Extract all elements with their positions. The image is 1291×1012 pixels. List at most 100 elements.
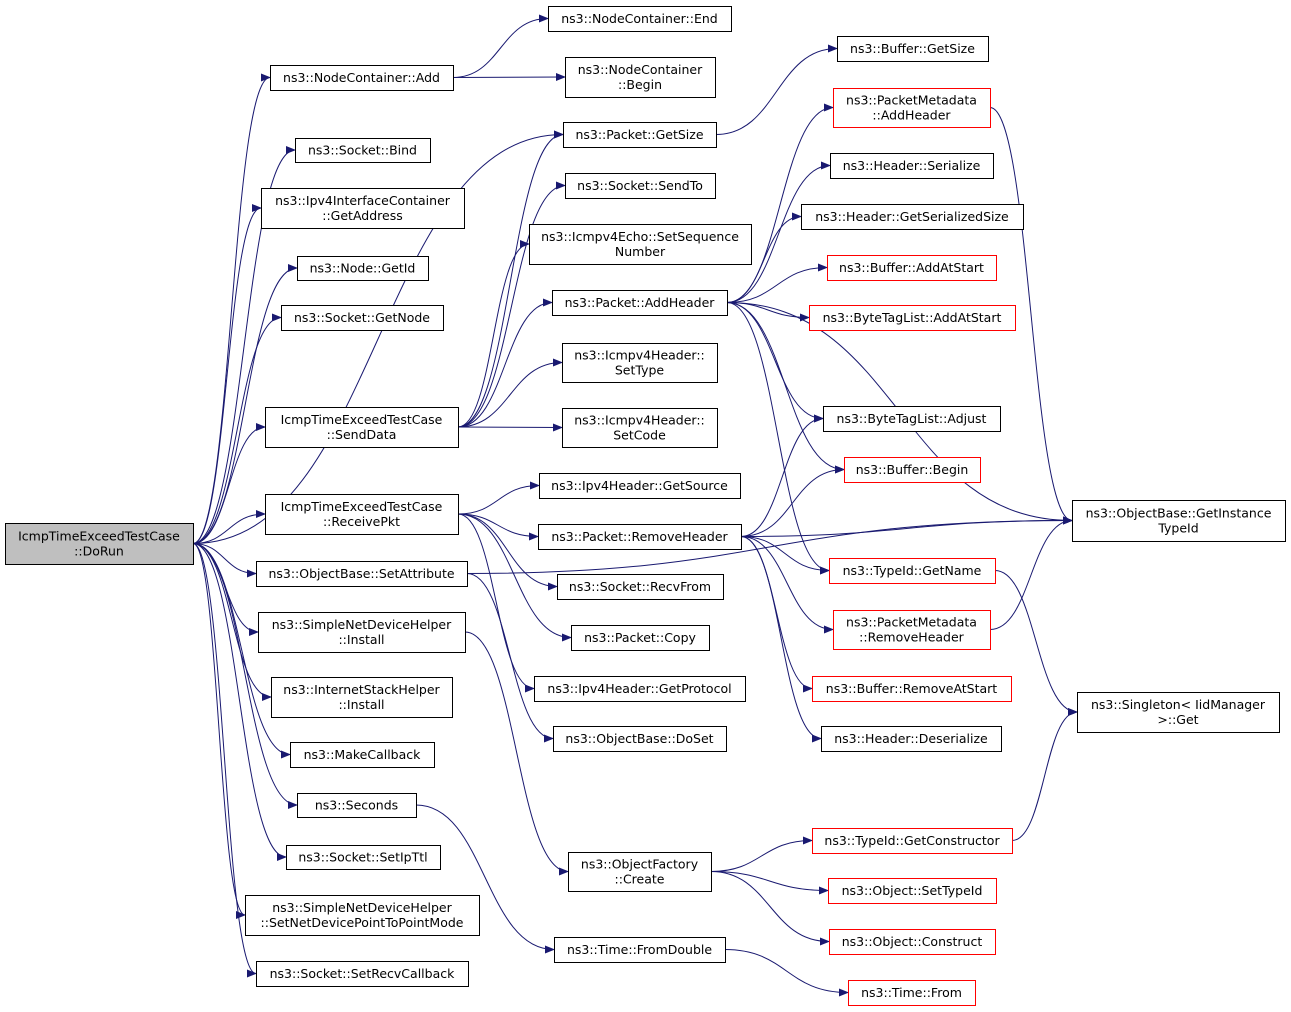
node-node_getid[interactable]: ns3::Node::GetId xyxy=(297,256,429,281)
node-nc_end[interactable]: ns3::NodeContainer::End xyxy=(548,6,732,32)
node-receivepkt[interactable]: IcmpTimeExceedTestCase::ReceivePkt xyxy=(265,494,459,535)
node-senddata[interactable]: IcmpTimeExceedTestCase::SendData xyxy=(265,407,459,448)
node-ipv4h_getproto[interactable]: ns3::Ipv4Header::GetProtocol xyxy=(534,676,746,702)
node-sock_setrecvcb[interactable]: ns3::Socket::SetRecvCallback xyxy=(256,961,469,987)
node-box xyxy=(286,845,441,870)
node-label: ::DoRun xyxy=(74,544,124,559)
node-box xyxy=(554,937,726,963)
edge-nc_add-to-nc_begin xyxy=(452,73,566,82)
node-label: ns3::NodeContainer::Add xyxy=(283,70,440,85)
node-label: Number xyxy=(615,244,666,259)
node-box xyxy=(295,138,431,163)
node-buf_begin[interactable]: ns3::Buffer::Begin xyxy=(844,457,981,483)
node-label: ::Install xyxy=(338,697,384,712)
node-label: ns3::Socket::SetRecvCallback xyxy=(270,966,455,981)
node-ipv4ic_addr[interactable]: ns3::Ipv4InterfaceContainer::GetAddress xyxy=(261,188,465,229)
node-ish_install[interactable]: ns3::InternetStackHelper::Install xyxy=(271,677,453,718)
node-time_from[interactable]: ns3::Time::From xyxy=(848,980,976,1006)
node-box xyxy=(829,929,996,955)
node-box xyxy=(529,224,752,265)
node-box xyxy=(812,828,1013,854)
node-time_fromdouble[interactable]: ns3::Time::FromDouble xyxy=(554,937,726,963)
node-pkt_addheader[interactable]: ns3::Packet::AddHeader xyxy=(552,290,728,316)
edge-pkt_addheader-to-tid_getname xyxy=(726,302,830,575)
node-label: ns3::Buffer::RemoveAtStart xyxy=(826,681,998,696)
node-pkt_getsize[interactable]: ns3::Packet::GetSize xyxy=(563,122,717,148)
edge-pkt_removeheader-to-ob_getinstancetid xyxy=(740,516,1073,537)
node-buf_addatstart[interactable]: ns3::Buffer::AddAtStart xyxy=(827,255,997,281)
node-buf_removeatstart[interactable]: ns3::Buffer::RemoveAtStart xyxy=(812,676,1012,702)
edge-senddata-to-echo_setseq xyxy=(457,240,530,428)
node-label: ns3::Time::From xyxy=(861,985,962,1000)
node-box xyxy=(1077,692,1280,733)
node-sock_recvfrom[interactable]: ns3::Socket::RecvFrom xyxy=(557,574,724,600)
edge-root-to-sock_getnode xyxy=(192,313,282,544)
node-label: ns3::Packet::GetSize xyxy=(575,127,703,142)
edge-receivepkt-to-ipv4h_getsrc xyxy=(457,481,540,515)
node-box xyxy=(562,408,718,448)
node-label: ns3::Ipv4InterfaceContainer xyxy=(275,193,451,208)
node-label: ns3::Socket::Bind xyxy=(308,143,417,158)
edge-root-to-sock_bind xyxy=(192,146,296,544)
edge-of_create-to-tid_getctor xyxy=(710,836,813,872)
node-pm_addheader[interactable]: ns3::PacketMetadata::AddHeader xyxy=(833,88,991,128)
node-ipv4h_getsrc[interactable]: ns3::Ipv4Header::GetSource xyxy=(539,473,741,499)
node-singleton_get[interactable]: ns3::Singleton< IidManager>::Get xyxy=(1077,692,1280,733)
node-icmp_settype[interactable]: ns3::Icmpv4Header::SetType xyxy=(562,343,718,383)
node-of_create[interactable]: ns3::ObjectFactory::Create xyxy=(568,852,712,892)
edge-pkt_removeheader-to-btl_adjust xyxy=(740,414,824,537)
node-pkt_copy[interactable]: ns3::Packet::Copy xyxy=(571,625,710,651)
edge-pkt_addheader-to-buf_begin xyxy=(726,302,845,474)
edge-of_create-to-obj_construct xyxy=(710,871,830,946)
edge-tid_getctor-to-singleton_get xyxy=(1011,708,1078,841)
node-nc_add[interactable]: ns3::NodeContainer::Add xyxy=(270,65,454,91)
node-box xyxy=(256,561,468,587)
node-label: SetCode xyxy=(613,428,666,443)
node-obj_construct[interactable]: ns3::Object::Construct xyxy=(829,929,996,955)
edge-of_create-to-obj_settypeid xyxy=(710,871,829,895)
node-hdr_serialize[interactable]: ns3::Header::Serialize xyxy=(830,153,994,179)
node-sock_bind[interactable]: ns3::Socket::Bind xyxy=(295,138,431,163)
node-ob_setattr[interactable]: ns3::ObjectBase::SetAttribute xyxy=(256,561,468,587)
node-nc_begin[interactable]: ns3::NodeContainer::Begin xyxy=(565,57,716,98)
node-sock_sendto[interactable]: ns3::Socket::SendTo xyxy=(565,173,716,199)
edges-layer xyxy=(192,14,1078,997)
edge-receivepkt-to-ipv4h_getproto xyxy=(457,513,535,693)
node-seconds[interactable]: ns3::Seconds xyxy=(297,793,417,818)
node-makecallback[interactable]: ns3::MakeCallback xyxy=(290,742,435,768)
node-pkt_removeheader[interactable]: ns3::Packet::RemoveHeader xyxy=(538,524,742,550)
node-obj_settypeid[interactable]: ns3::Object::SetTypeId xyxy=(828,878,997,904)
node-icmp_setcode[interactable]: ns3::Icmpv4Header::SetCode xyxy=(562,408,718,448)
node-tid_getctor[interactable]: ns3::TypeId::GetConstructor xyxy=(812,828,1013,854)
node-label: ns3::InternetStackHelper xyxy=(283,682,440,697)
node-box xyxy=(829,558,996,584)
node-btl_addatstart[interactable]: ns3::ByteTagList::AddAtStart xyxy=(809,305,1016,331)
node-sock_getnode[interactable]: ns3::Socket::GetNode xyxy=(281,305,444,331)
node-box xyxy=(848,980,976,1006)
node-box xyxy=(265,407,459,448)
node-pm_removeheader[interactable]: ns3::PacketMetadata::RemoveHeader xyxy=(833,610,991,650)
node-hdr_deserialize[interactable]: ns3::Header::Deserialize xyxy=(821,726,1002,752)
node-sndh_install[interactable]: ns3::SimpleNetDeviceHelper::Install xyxy=(258,612,466,653)
node-btl_adjust[interactable]: ns3::ByteTagList::Adjust xyxy=(823,406,1001,432)
node-box xyxy=(256,961,469,987)
edge-pkt_addheader-to-buf_addatstart xyxy=(726,263,828,303)
node-label: >::Get xyxy=(1157,712,1198,727)
node-hdr_getsersize[interactable]: ns3::Header::GetSerializedSize xyxy=(801,204,1024,230)
node-sock_setipttl[interactable]: ns3::Socket::SetIpTtl xyxy=(286,845,441,870)
node-box xyxy=(265,494,459,535)
node-sndh_setp2p[interactable]: ns3::SimpleNetDeviceHelper::SetNetDevice… xyxy=(245,895,480,936)
edge-pkt_addheader-to-hdr_getsersize xyxy=(726,212,802,303)
node-box xyxy=(809,305,1016,331)
node-box xyxy=(245,895,480,936)
node-buf_getsize[interactable]: ns3::Buffer::GetSize xyxy=(837,36,989,62)
node-label: ns3::Node::GetId xyxy=(310,261,416,276)
node-ob_doset[interactable]: ns3::ObjectBase::DoSet xyxy=(553,726,727,752)
edge-root-to-ob_setattr xyxy=(192,543,257,578)
edge-pkt_removeheader-to-hdr_deserialize xyxy=(740,536,822,743)
node-tid_getname[interactable]: ns3::TypeId::GetName xyxy=(829,558,996,584)
node-root[interactable]: IcmpTimeExceedTestCase::DoRun xyxy=(5,523,194,565)
node-box xyxy=(837,36,989,62)
